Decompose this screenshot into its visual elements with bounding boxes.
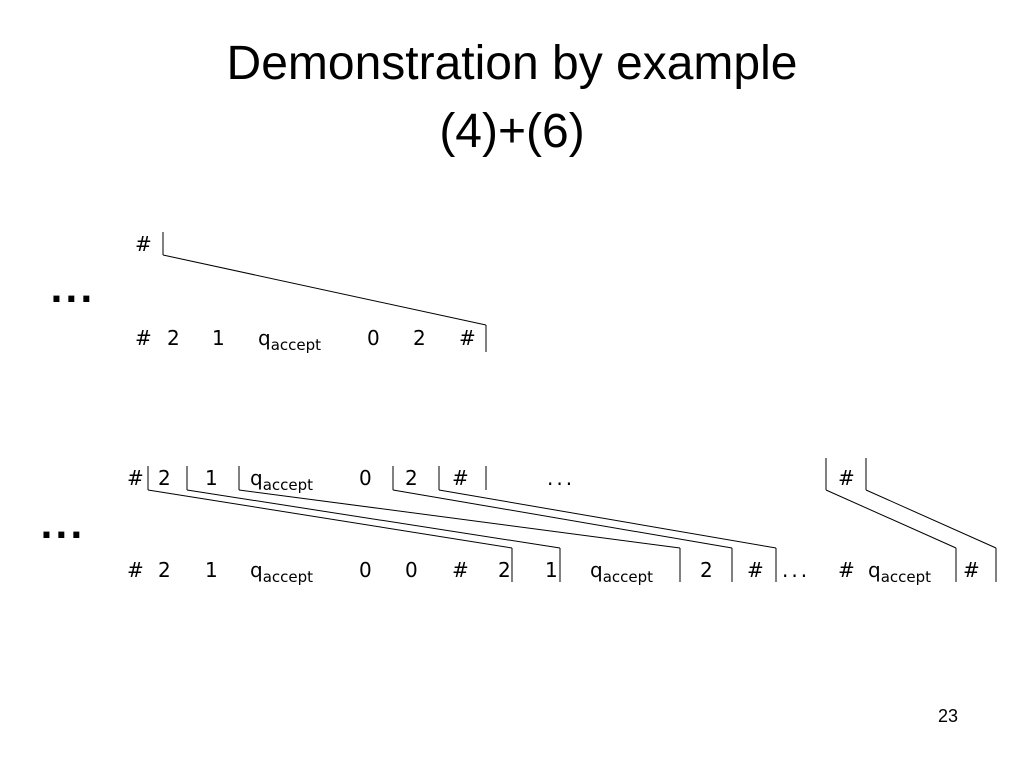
b-bottom-state-3-subscript: accept	[880, 568, 932, 586]
b-top-state-letter: q	[250, 466, 263, 490]
b-bottom-ellipsis: ...	[782, 558, 811, 582]
a-state-subscript: accept	[270, 336, 322, 354]
b-bottom-hash-2: #	[452, 558, 469, 582]
b-top-ellipsis: ...	[547, 466, 576, 490]
b-top-digit-2: 2	[158, 466, 171, 490]
page-number: 23	[938, 706, 959, 726]
a-bottom-hash-1: #	[135, 326, 152, 350]
b-bottom-state-2-subscript: accept	[602, 568, 654, 586]
b-bottom-state-2: qaccept	[590, 558, 653, 589]
b-connector-4	[392, 489, 733, 549]
slide-title-line-2: (4)+(6)	[439, 105, 585, 158]
a-bottom-digit-2: 2	[167, 326, 180, 350]
b-bottom-state-3: qaccept	[868, 558, 931, 589]
b-connector-3	[238, 489, 681, 549]
b-bottom-state-1: qaccept	[250, 558, 313, 589]
a-bottom-digit-1: 1	[212, 326, 225, 350]
b-bottom-digit-0b: 0	[405, 558, 418, 582]
ellipsis-a: ...	[50, 271, 95, 311]
b-connector-1	[147, 489, 513, 549]
a-diagonal-connector	[162, 254, 487, 326]
b-bottom-state-3-letter: q	[868, 558, 881, 582]
b-top-state: qaccept	[250, 466, 313, 497]
b-bottom-digit-1: 1	[205, 558, 218, 582]
b-connector-6	[825, 489, 957, 549]
slide-title-line-1: Demonstration by example	[226, 37, 798, 90]
b-top-hash-1: #	[127, 466, 144, 490]
a-bottom-digit-2b: 2	[413, 326, 426, 350]
b-bottom-digit-2b: 2	[498, 558, 511, 582]
b-top-digit-1: 1	[205, 466, 218, 490]
a-bottom-hash-2: #	[459, 326, 476, 350]
ellipsis-b: ...	[40, 507, 85, 547]
b-bottom-digit-1b: 1	[545, 558, 558, 582]
b-bottom-state-1-letter: q	[250, 558, 263, 582]
b-bottom-hash-1: #	[127, 558, 144, 582]
b-connector-2	[186, 489, 561, 549]
a-top-hash: #	[135, 232, 152, 256]
b-bottom-state-2-letter: q	[590, 558, 603, 582]
b-top-digit-0: 0	[359, 466, 372, 490]
b-bottom-hash-3: #	[747, 558, 764, 582]
b-connector-5	[438, 489, 777, 549]
b-top-hash-2: #	[452, 466, 469, 490]
b-bottom-hash-4: #	[838, 558, 855, 582]
b-connector-7	[865, 489, 997, 549]
b-bottom-digit-2c: 2	[700, 558, 713, 582]
a-bottom-digit-0: 0	[367, 326, 380, 350]
b-top-digit-2b: 2	[405, 466, 418, 490]
b-bottom-state-1-subscript: accept	[262, 568, 314, 586]
b-top-state-subscript: accept	[262, 476, 314, 494]
b-bottom-digit-0a: 0	[359, 558, 372, 582]
a-bottom-state: qaccept	[258, 326, 321, 357]
b-top-hash-3: #	[838, 466, 855, 490]
b-bottom-hash-5: #	[963, 558, 980, 582]
a-state-letter: q	[258, 326, 271, 350]
b-bottom-digit-2: 2	[158, 558, 171, 582]
